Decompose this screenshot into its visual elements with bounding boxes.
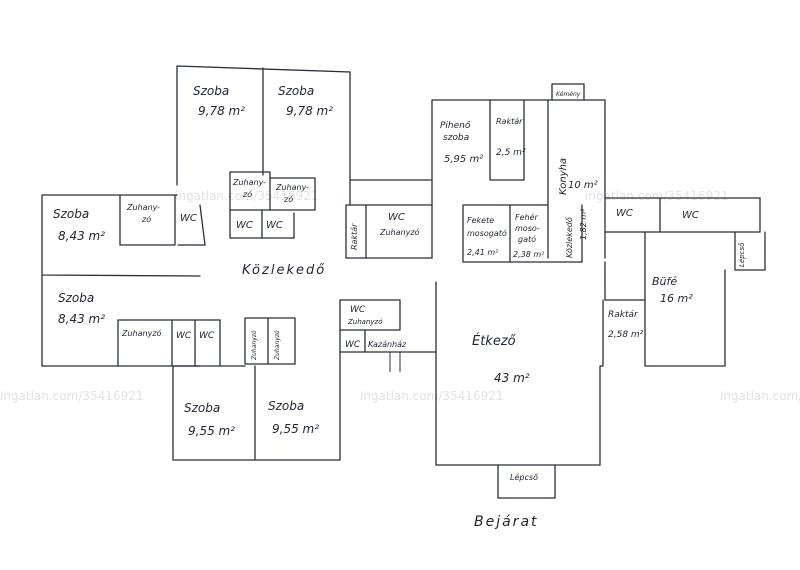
wall-left-lower: [41, 275, 221, 367]
wall-bottom-rooms: [172, 365, 341, 461]
fixture-wc-left-lower-2: WC: [199, 331, 215, 341]
fixture-wc-top-1: WC: [236, 220, 253, 231]
fixture-wc-left-upper: WC: [180, 213, 197, 224]
fixture-zuhanyzo-mid-2: Zuhanyzó: [274, 330, 281, 361]
fixture-zuhanyzo-1a: Zuhany-: [232, 178, 266, 187]
room-area-szoba-bottom-right: 9,55 m²: [272, 422, 319, 436]
fixture-wc-kazan-2: WC: [345, 340, 361, 350]
wall-left-upper: [41, 194, 201, 277]
wall-kazanhaz: [339, 299, 437, 461]
room-name-raktar-right: Raktár: [608, 310, 639, 320]
room-name-raktar-top: Raktár: [496, 117, 523, 126]
wall-lepcso-bottom: [497, 464, 556, 499]
fixture-zuhanyzo-left-b: zó: [141, 214, 151, 224]
wall-kemeny: [551, 83, 585, 101]
wall-left-upper-wc: [177, 204, 206, 246]
wall-middle-fixtures: [244, 317, 296, 365]
fixture-zuhanyzo-2b: zó: [283, 194, 293, 204]
room-name-kozlekedo-small: Közlekedő: [565, 217, 574, 258]
wall-kazanhaz-marks: [389, 352, 401, 372]
room-area-konyha: 10 m²: [568, 180, 598, 191]
room-name-fekete-1: Fekete: [467, 216, 494, 225]
wall-top-rooms: [176, 65, 351, 186]
room-name-szoba-left-lower: Szoba: [58, 291, 94, 305]
wall-right-wc: [604, 197, 761, 233]
wall-top-connector: [349, 179, 433, 206]
room-name-bufe: Büfé: [652, 275, 677, 288]
room-name-szoba-top-right: Szoba: [278, 84, 314, 98]
fixture-wc-kazan: WC: [350, 305, 366, 315]
room-name-piheno-2: szoba: [443, 133, 469, 143]
room-area-szoba-top-right: 9,78 m²: [286, 104, 333, 118]
wall-kozlekedo-small: [547, 204, 583, 263]
fixture-wc-center: WC: [388, 212, 405, 223]
watermark-1: ingatlan.com/35416921: [175, 189, 318, 203]
watermark-4: ingatlan.com/35416921: [360, 389, 503, 403]
fixture-zuhanyzo-2a: Zuhany-: [275, 183, 309, 192]
wall-piheno-konyha: [431, 99, 606, 259]
room-area-bufe: 16 m²: [660, 292, 693, 305]
watermark-3: ingatlan.com/35416921: [0, 389, 143, 403]
fixture-wc-right-2: WC: [682, 210, 699, 221]
wall-lepcso-right: [734, 231, 766, 271]
watermark-5: ingatlan.com/35416921: [720, 389, 800, 403]
wall-mosogato: [462, 204, 549, 263]
room-area-szoba-bottom-left: 9,55 m²: [188, 424, 235, 438]
watermarks: ingatlan.com/35416921 ingatlan.com/35416…: [0, 189, 800, 403]
fixture-zuhanyzo-mid-1: Zuhanyzó: [251, 330, 258, 361]
room-name-feher-3: gató: [518, 234, 536, 244]
walls: [41, 65, 766, 499]
room-area-szoba-left-upper: 8,43 m²: [58, 229, 105, 243]
entrance-label: Bejárat: [474, 514, 539, 530]
room-name-kazanhaz: Kazánház: [368, 340, 407, 349]
room-name-lepcso-bottom: Lépcső: [510, 472, 538, 482]
fixture-zuhanyzo-left-lower: Zuhanyzó: [121, 328, 162, 338]
room-area-raktar-right: 2,58 m²: [608, 330, 644, 340]
fixture-zuhanyzo-1b: zó: [242, 189, 252, 199]
room-labels: Szoba 9,78 m² Szoba 9,78 m² Zuhany- zó Z…: [53, 84, 746, 530]
room-name-feher-2: moso-: [515, 224, 540, 233]
fixture-zuhanyzo-left-a: Zuhany-: [126, 203, 160, 212]
room-area-raktar-top: 2,5 m²: [496, 148, 526, 158]
room-area-kozlekedo-small: 1,82 m²: [579, 208, 588, 240]
room-area-etkezo: 43 m²: [494, 371, 530, 385]
room-name-piheno-1: Pihenő: [440, 121, 471, 131]
watermark-2: ingatlan.com/35416921: [585, 189, 728, 203]
room-name-szoba-left-upper: Szoba: [53, 207, 89, 221]
wall-center-fixtures: [345, 204, 433, 259]
fixture-zuhanyzo-kazan: Zuhanyzó: [347, 318, 383, 326]
room-name-szoba-bottom-left: Szoba: [184, 401, 220, 415]
room-area-fekete: 2,41 m²: [467, 248, 499, 257]
room-area-szoba-left-lower: 8,43 m²: [58, 312, 105, 326]
room-name-fekete-2: mosogató: [467, 228, 507, 238]
wall-bufe: [602, 231, 726, 367]
room-area-feher: 2,38 m²: [513, 250, 545, 259]
room-name-etkezo: Étkező: [472, 333, 517, 349]
room-name-kozlekedo-main: Közlekedő: [242, 263, 326, 278]
room-area-piheno: 5,95 m²: [444, 154, 483, 165]
room-area-szoba-top-left: 9,78 m²: [198, 104, 245, 118]
room-name-szoba-bottom-right: Szoba: [268, 399, 304, 413]
room-name-szoba-top-left: Szoba: [193, 84, 229, 98]
fixture-wc-right-1: WC: [616, 208, 633, 219]
fixture-wc-left-lower-1: WC: [176, 331, 192, 341]
wall-top-fixtures: [229, 171, 316, 239]
fixture-wc-top-2: WC: [266, 220, 283, 231]
wall-etkezo: [435, 281, 604, 466]
room-name-raktar-small: Raktár: [350, 223, 359, 250]
room-name-lepcso-right: Lépcső: [737, 242, 746, 267]
room-name-konyha: Konyha: [558, 158, 569, 195]
room-name-feher-1: Fehér: [515, 212, 539, 222]
room-name-kemeny: Kémény: [556, 91, 581, 98]
fixture-zuhanyzo-center: Zuhanyzó: [379, 227, 420, 237]
